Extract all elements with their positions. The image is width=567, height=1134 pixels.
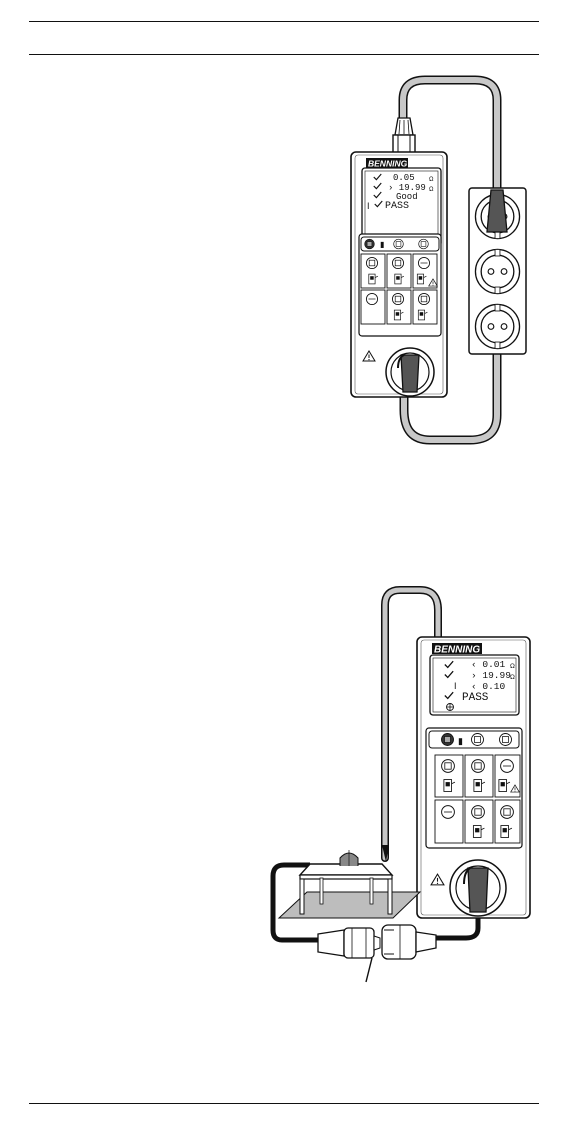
svg-text:Ω: Ω [510, 663, 515, 670]
tester-device-top: BENNING 0.05 Ω › 19.99 Ω Good I PASS ▮ [351, 152, 447, 397]
outlet-2 [475, 249, 519, 293]
test-key-6[interactable] [418, 293, 429, 304]
test-key-2[interactable] [472, 760, 485, 773]
print-button[interactable] [500, 734, 512, 746]
lcd-bottom-row3: ‹ 0.10 [471, 681, 506, 692]
plug-in-socket-bottom [468, 868, 488, 912]
test-key-1[interactable] [366, 257, 377, 268]
test-key-5[interactable] [472, 806, 485, 819]
brand-logo-top: BENNING [368, 159, 408, 169]
outlet-3 [475, 304, 519, 348]
start-button[interactable] [365, 239, 375, 249]
figure-top: BENNING 0.05 Ω › 19.99 Ω Good I PASS ▮ [351, 80, 526, 440]
test-key-6[interactable] [501, 806, 514, 819]
test-key-4[interactable] [442, 806, 455, 819]
figure-bottom: BENNING ‹ 0.01 Ω › 19.99 Ω I ‹ 0.10 PASS… [273, 590, 530, 982]
lcd-bottom-row4: PASS [462, 692, 489, 704]
svg-text:Ω: Ω [429, 187, 434, 193]
mode-button[interactable] [472, 734, 484, 746]
test-key-5[interactable] [392, 293, 403, 304]
iec-plug [393, 118, 415, 153]
lcd-top-row1: 0.05 [393, 173, 415, 183]
brand-logo-bottom: BENNING [434, 645, 480, 656]
print-button[interactable] [419, 239, 429, 249]
current-symbol-icon: I [454, 681, 457, 691]
lcd-bottom-row1: ‹ 0.01 [471, 659, 506, 670]
test-key-3[interactable] [501, 760, 514, 773]
test-key-4[interactable] [366, 293, 377, 304]
plug-in-socket-top [401, 355, 419, 392]
current-symbol-icon: I [367, 201, 370, 211]
test-key-3[interactable] [418, 257, 429, 268]
cee-connector [318, 925, 436, 982]
tester-device-bottom: BENNING ‹ 0.01 Ω › 19.99 Ω I ‹ 0.10 PASS… [417, 637, 530, 918]
svg-text:Ω: Ω [429, 177, 434, 183]
power-strip [469, 188, 526, 354]
start-button[interactable] [442, 734, 454, 746]
mode-button[interactable] [394, 239, 404, 249]
table-device-under-test [279, 845, 420, 918]
test-key-1[interactable] [442, 760, 455, 773]
svg-text:Ω: Ω [510, 674, 515, 681]
test-key-2[interactable] [392, 257, 403, 268]
lcd-top-row4: PASS [385, 201, 409, 212]
svg-text:▮: ▮ [458, 736, 463, 746]
lcd-bottom-row2: › 19.99 [471, 670, 511, 681]
svg-text:▮: ▮ [380, 240, 384, 249]
